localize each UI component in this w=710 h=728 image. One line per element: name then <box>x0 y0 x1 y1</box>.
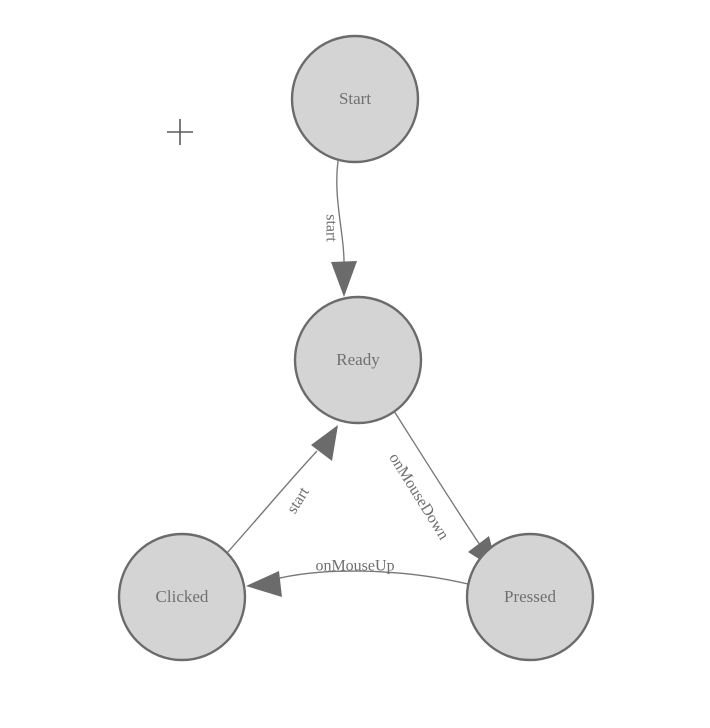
edge-pressed-to-clicked[interactable]: onMouseUp <box>246 558 469 597</box>
arrowhead-start-to-ready <box>331 261 357 297</box>
node-clicked-circle[interactable] <box>117 532 247 662</box>
node-pressed-circle[interactable] <box>465 532 595 662</box>
node-ready-label: Ready <box>336 350 380 369</box>
node-clicked[interactable]: Clicked <box>117 532 247 662</box>
node-start-circle[interactable] <box>290 34 420 164</box>
edge-clicked-to-ready[interactable]: start <box>226 425 338 554</box>
edge-label-ready-to-pressed: onMouseDown <box>385 450 452 543</box>
node-ready[interactable]: Ready <box>293 295 423 425</box>
crosshair-icon[interactable] <box>167 119 193 145</box>
edge-path-pressed-to-clicked[interactable] <box>271 570 469 585</box>
arrowhead-pressed-to-clicked <box>246 571 282 597</box>
node-ready-circle[interactable] <box>293 295 423 425</box>
node-clicked-label: Clicked <box>156 587 209 606</box>
node-pressed[interactable]: Pressed <box>465 532 595 662</box>
edge-start-to-ready[interactable]: start <box>322 160 357 297</box>
edge-ready-to-pressed[interactable]: onMouseDown <box>385 410 498 571</box>
arrowhead-clicked-to-ready <box>311 425 338 461</box>
edge-label-clicked-to-ready: start <box>284 484 313 517</box>
node-pressed-label: Pressed <box>504 587 556 606</box>
edge-label-pressed-to-clicked: onMouseUp <box>315 558 394 575</box>
edge-path-ready-to-pressed[interactable] <box>393 410 481 546</box>
edge-path-start-to-ready[interactable] <box>336 160 345 269</box>
node-start-label: Start <box>339 89 371 108</box>
edge-path-clicked-to-ready[interactable] <box>226 450 318 554</box>
edge-label-start-to-ready: start <box>322 214 339 242</box>
node-start[interactable]: Start <box>290 34 420 164</box>
